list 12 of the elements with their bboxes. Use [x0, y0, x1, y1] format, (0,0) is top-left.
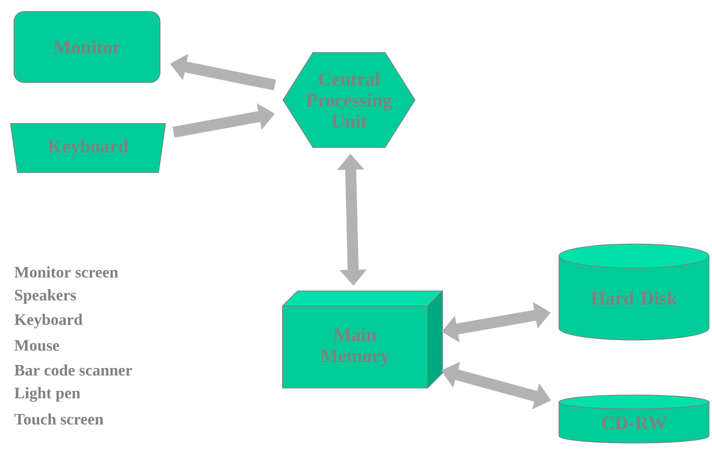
keyboard-trapezoid: Keyboard [10, 123, 166, 173]
device-list-item: Light pen [14, 387, 80, 402]
device-list-item: Mouse [14, 340, 60, 351]
device-list-item: Bar code scanner [14, 364, 132, 376]
disk-cylinder: Hard Disk [558, 244, 710, 340]
device-list-item: Keyboard [14, 314, 82, 328]
device-list-item: Speakers [15, 289, 76, 304]
monitor-box: Monitor [14, 11, 160, 83]
device-list-item: Monitor screen [14, 266, 118, 278]
device-list-item: Touch screen [14, 413, 104, 425]
cpu-hexagon: Central Processing Unit [282, 52, 416, 148]
disk-cylinder: CD-RW [558, 394, 710, 444]
